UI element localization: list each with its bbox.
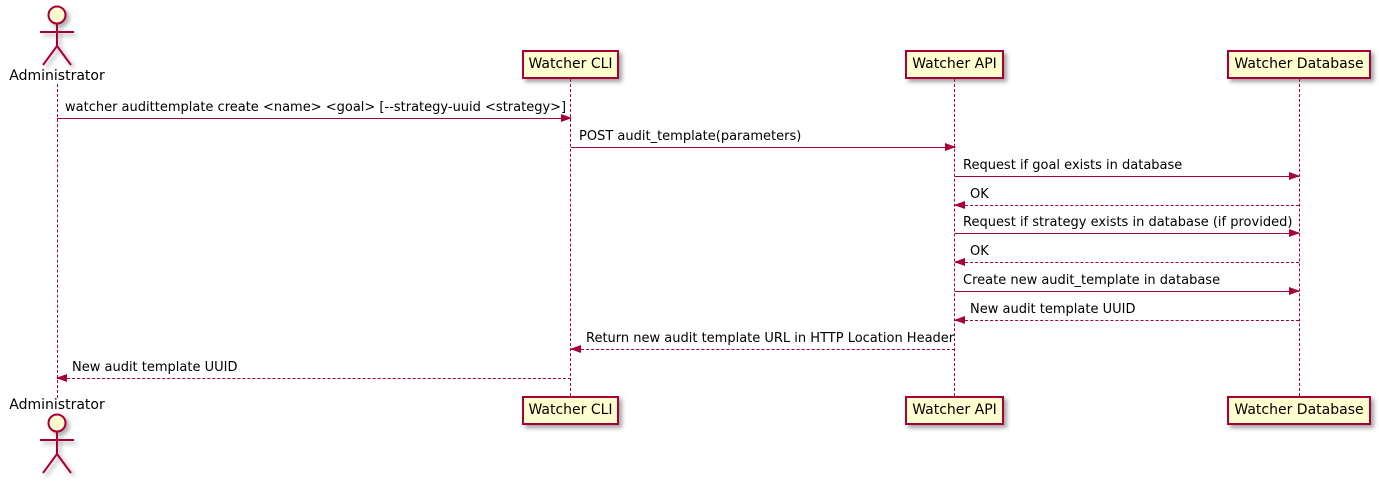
message-arrow (955, 229, 1300, 237)
message-return-url-location-header: Return new audit template URL in HTTP Lo… (570, 331, 955, 353)
participant-watcher-cli-top: Watcher CLI (522, 50, 619, 79)
actor-icon-top (40, 5, 74, 66)
participant-watcher-api-top: Watcher API (905, 50, 1004, 79)
message-arrow (570, 345, 955, 353)
message-text: New audit template UUID (72, 360, 238, 375)
message-post-audit-template: POST audit_template(parameters) (571, 129, 956, 151)
message-arrow (56, 374, 571, 382)
message-arrow (955, 172, 1300, 180)
message-new-audit-template-uuid-admin: New audit template UUID (56, 360, 571, 382)
message-text: Request if goal exists in database (963, 158, 1183, 173)
message-ok-strategy: OK (954, 244, 1299, 266)
message-create-audittemplate: watcher audittemplate create <name> <goa… (57, 100, 572, 122)
arrowhead-icon (954, 258, 965, 266)
message-arrow (954, 316, 1299, 324)
message-text: Return new audit template URL in HTTP Lo… (586, 331, 955, 346)
arrowhead-icon (561, 114, 572, 122)
lifeline-watcher-cli (570, 79, 571, 396)
participant-watcher-cli-bottom: Watcher CLI (522, 396, 619, 425)
arrowhead-icon (1289, 172, 1300, 180)
message-text: watcher audittemplate create <name> <goa… (65, 100, 567, 115)
arrowhead-icon (945, 143, 956, 151)
message-arrow (571, 143, 956, 151)
arrowhead-icon (1289, 229, 1300, 237)
message-text: OK (970, 244, 989, 259)
lifeline-watcher-database (1299, 79, 1300, 396)
arrowhead-icon (570, 345, 581, 353)
actor-icon-bottom (40, 413, 74, 474)
message-text: OK (970, 187, 989, 202)
message-arrow (57, 114, 572, 122)
arrowhead-icon (1289, 287, 1300, 295)
arrowhead-icon (954, 201, 965, 209)
message-arrow (954, 201, 1299, 209)
message-text: New audit template UUID (970, 302, 1136, 317)
lifeline-watcher-api (954, 79, 955, 396)
participant-watcher-database-bottom: Watcher Database (1227, 396, 1371, 425)
participant-watcher-database-top: Watcher Database (1227, 50, 1371, 79)
message-arrow (954, 258, 1299, 266)
message-request-goal-exists: Request if goal exists in database (955, 158, 1300, 180)
message-text: Request if strategy exists in database (… (963, 215, 1293, 230)
message-new-audit-template-uuid-db: New audit template UUID (954, 302, 1299, 324)
actor-label-top: Administrator (9, 68, 105, 84)
message-text: Create new audit_template in database (963, 273, 1221, 288)
arrowhead-icon (954, 316, 965, 324)
participant-watcher-api-bottom: Watcher API (905, 396, 1004, 425)
message-ok-goal: OK (954, 187, 1299, 209)
message-arrow (955, 287, 1300, 295)
message-text: POST audit_template(parameters) (579, 129, 802, 144)
arrowhead-icon (56, 374, 67, 382)
message-create-new-audit-template: Create new audit_template in database (955, 273, 1300, 295)
lifeline-administrator (57, 84, 58, 398)
actor-label-bottom: Administrator (9, 397, 105, 413)
message-request-strategy-exists: Request if strategy exists in database (… (955, 215, 1300, 237)
